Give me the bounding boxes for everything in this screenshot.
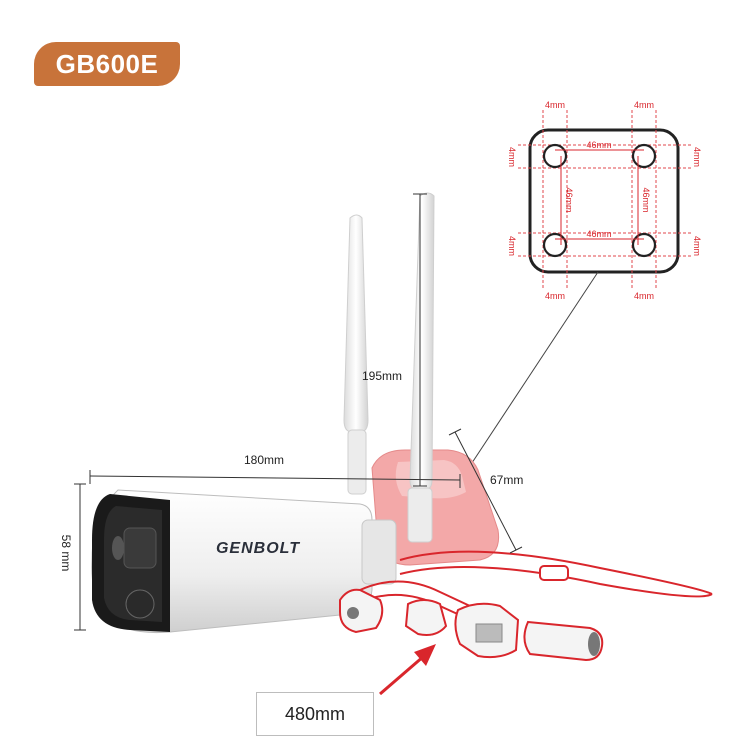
antenna-height-label: 195mm: [362, 369, 402, 383]
model-badge: GB600E: [34, 42, 180, 86]
mount-plate-diagram: 4mm 4mm 4mm 4mm 4mm 4mm 4mm 4mm 46mm 46m…: [461, 100, 702, 479]
hole-size-label: 4mm: [692, 236, 702, 256]
hole-spacing-label: 46mm: [586, 140, 611, 150]
brand-logo: GENBOLT: [216, 540, 300, 557]
mount-hole: [631, 232, 657, 258]
pointer-line: [461, 271, 599, 479]
body-height-label: 58 mm: [59, 535, 73, 572]
hole-size-label: 4mm: [507, 236, 517, 256]
hole-size-label: 4mm: [634, 100, 654, 110]
camera-body: GENBOLT: [91, 489, 397, 634]
body-length-label: 180mm: [244, 453, 284, 467]
hole-size-label: 4mm: [545, 100, 565, 110]
mount-hole: [542, 143, 568, 169]
hole-size-label: 4mm: [545, 291, 565, 301]
cable-length-label: 480mm: [256, 692, 374, 736]
connectors: [339, 588, 604, 662]
mount-depth-label: 67mm: [490, 473, 523, 487]
dc-connector: [523, 620, 604, 662]
hole-spacing-label: 46mm: [641, 187, 651, 212]
hole-spacing-label: 46mm: [586, 229, 611, 239]
antenna-right: [409, 192, 435, 491]
hole-spacing-label: 46mm: [564, 187, 574, 212]
cable-clip: [404, 599, 448, 636]
power-connector: [339, 588, 384, 634]
antennas: [343, 192, 435, 543]
mount-hole: [631, 143, 657, 169]
cable-arrow: [379, 644, 436, 696]
antenna-left: [343, 214, 369, 433]
hole-size-label: 4mm: [634, 291, 654, 301]
dimension-lines: [74, 193, 523, 631]
hole-size-label: 4mm: [692, 147, 702, 167]
hole-size-label: 4mm: [507, 147, 517, 167]
mount-hole: [542, 232, 568, 258]
